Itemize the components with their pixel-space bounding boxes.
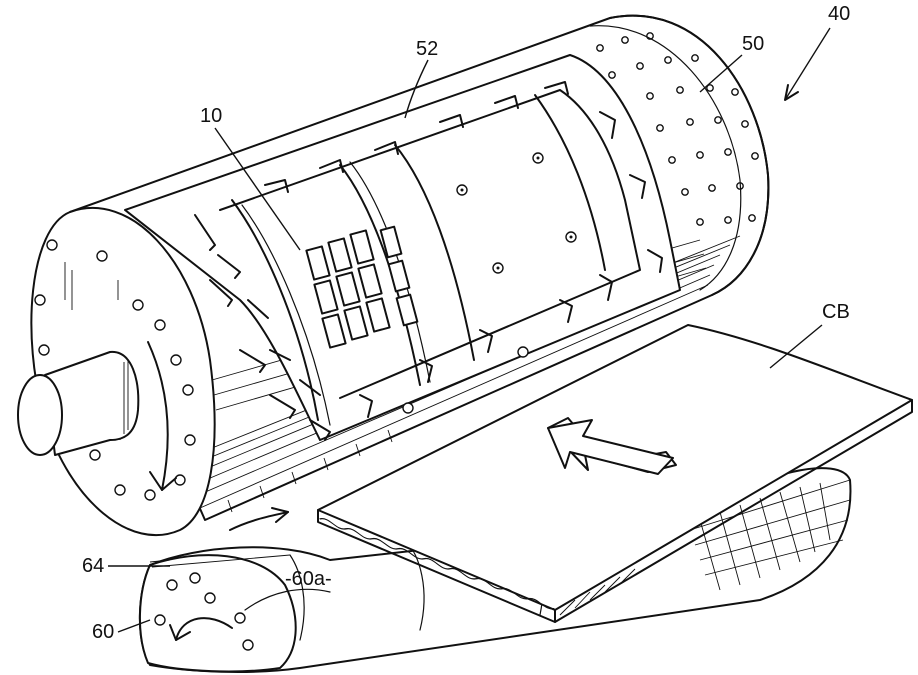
label-50: 50 <box>742 33 764 55</box>
label-60: 60 <box>92 621 114 643</box>
leader-cb <box>769 324 823 369</box>
label-10: 10 <box>200 105 222 127</box>
cylinder-shaft <box>17 350 140 456</box>
leader-40 <box>784 27 831 101</box>
leader-60 <box>117 619 151 633</box>
label-60a: -60a- <box>285 568 332 590</box>
leader-10 <box>214 127 301 251</box>
edge-clips <box>194 81 663 441</box>
end-face-bolt-holes <box>34 239 196 501</box>
leader-50 <box>699 54 743 93</box>
label-40: 40 <box>828 3 850 25</box>
leader-52 <box>404 59 429 119</box>
anvil-rotation-arrow <box>175 617 233 641</box>
cylinder-rotation-arrow <box>147 341 169 491</box>
label-64: 64 <box>82 555 104 577</box>
nip-arrow <box>229 511 289 531</box>
corrugated-board <box>317 324 913 623</box>
label-52: 52 <box>416 38 438 60</box>
reference-labels: 40 50 52 10 CB 64 -60a- 60 <box>82 3 850 643</box>
stripping-elements <box>305 225 419 349</box>
anvil-end-face <box>138 554 297 673</box>
die-board <box>124 54 681 441</box>
label-cb: CB <box>822 301 850 323</box>
